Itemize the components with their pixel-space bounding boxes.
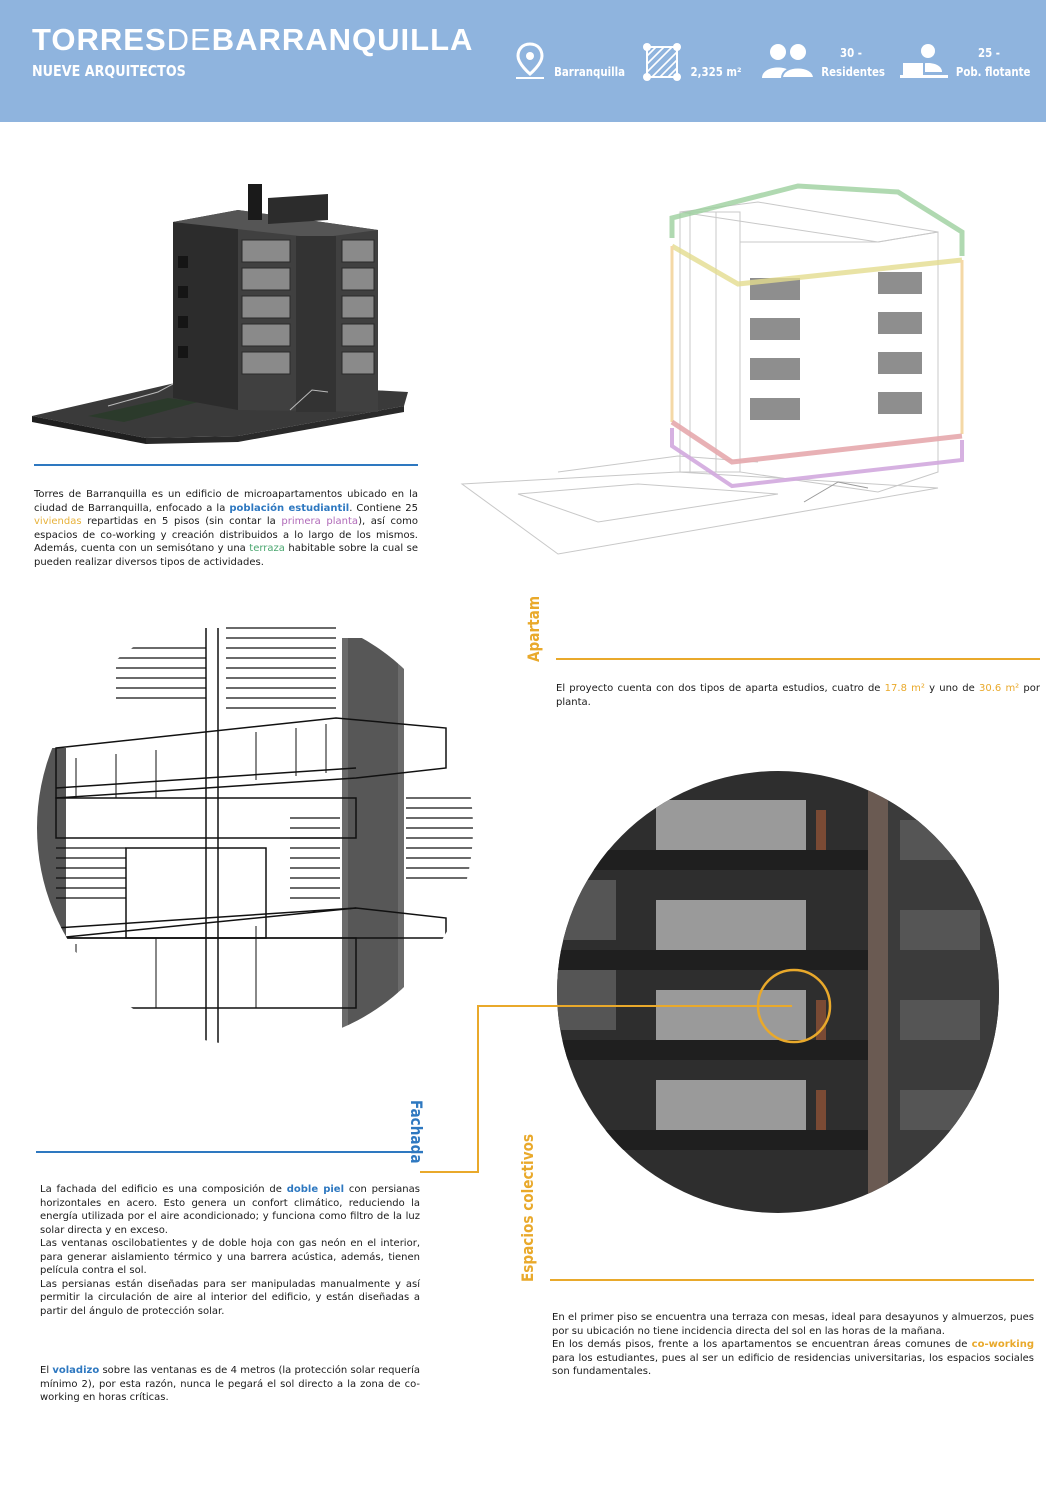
espacios-paragraph: En el primer piso se encuentra una terra… — [552, 1312, 1034, 1377]
facade-render-photo — [557, 771, 999, 1213]
page-title: TORRESDEBARRANQUILLA — [32, 22, 474, 57]
area-icon — [643, 43, 681, 81]
apartamentos-divider — [556, 658, 1040, 660]
stat-floating-label: Pob. flotante — [955, 65, 1031, 79]
intro-paragraph: Torres de Barranquilla es un edificio de… — [34, 489, 418, 568]
stat-residents-label: Residentes — [821, 65, 885, 79]
header-banner — [0, 0, 1046, 122]
voladizo-paragraph: El voladizo sobre las ventanas es de 4 m… — [40, 1365, 420, 1403]
apartamentos-paragraph: El proyecto cuenta con dos tipos de apar… — [556, 683, 1040, 708]
intro-divider — [34, 464, 418, 466]
stat-area-label: 2,325 m² — [690, 65, 742, 79]
leader-line — [420, 1005, 792, 1173]
residents-icon — [762, 44, 816, 79]
building-render-image — [32, 184, 408, 444]
stat-location-label: Barranquilla — [554, 65, 625, 79]
espacios-divider — [550, 1279, 1034, 1281]
fachada-divider — [36, 1151, 420, 1153]
stat-residents-value: 30 - — [840, 46, 862, 60]
map-pin-icon — [516, 42, 544, 79]
page-subtitle: NUEVE ARQUITECTOS — [32, 62, 186, 80]
facade-detail-drawing — [37, 610, 473, 1046]
apartamentos-heading: Apartam — [524, 596, 543, 662]
stat-floating-value: 25 - — [978, 46, 1000, 60]
espacios-heading: Espacios colectivos — [518, 1133, 537, 1282]
fachada-heading: Fachada — [407, 1100, 426, 1164]
laptop-user-icon — [900, 44, 948, 78]
fachada-paragraph: La fachada del edificio es una composici… — [40, 1184, 420, 1317]
building-zoning-diagram — [460, 183, 965, 555]
